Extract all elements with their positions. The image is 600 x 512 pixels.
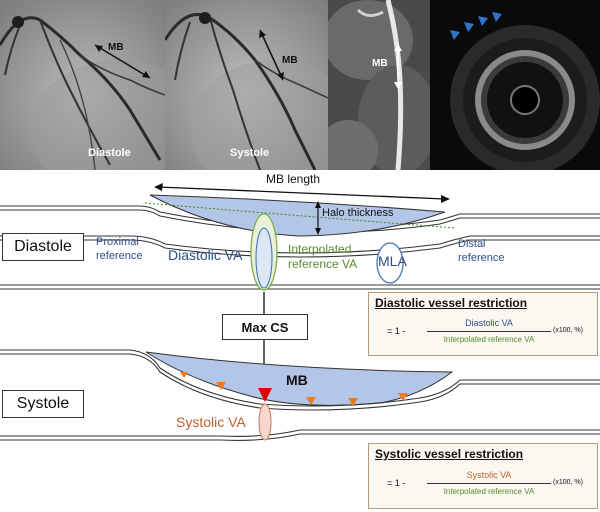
mb-length-label: MB length — [266, 172, 321, 186]
systolic-formula-divider — [427, 483, 551, 484]
halo-thickness-label: Halo thickness — [322, 207, 394, 219]
diastole-vessel-bottom-wall — [0, 284, 600, 290]
systolic-formula-title: Systolic vessel restriction — [375, 447, 524, 461]
diastolic-formula-denominator: Interpolated reference VA — [443, 335, 535, 344]
systolic-formula-numerator: Systolic VA — [466, 470, 512, 480]
proximal-reference-label: Proximal reference — [96, 236, 143, 262]
diastolic-vessel-restriction-box: Diastolic vessel restriction = 1 - Diast… — [368, 292, 598, 356]
diastolic-formula-prefix: = 1 - — [387, 326, 406, 336]
mla-label: MLA — [378, 253, 407, 269]
diastolic-formula-divider — [427, 331, 551, 332]
mla-ellipse — [376, 242, 404, 284]
systole-box: Systole — [2, 390, 84, 418]
interpolated-reference-line — [144, 202, 456, 229]
diastolic-va-label: Diastolic VA — [168, 247, 243, 263]
halo-thickness-arrow — [315, 201, 321, 235]
ivus-image — [430, 0, 600, 170]
orange-marker-2 — [216, 382, 226, 390]
orange-marker-1 — [180, 372, 188, 378]
systolic-vessel-restriction-box: Systolic vessel restriction = 1 - Systol… — [368, 443, 598, 509]
mb-label-ct: MB — [372, 58, 388, 69]
systole-vessel-top-wall — [0, 349, 600, 411]
systolic-formula-unit: (x100, %) — [553, 479, 583, 486]
diastolic-formula-unit: (x100, %) — [553, 327, 583, 334]
mb-center-label: MB — [286, 372, 308, 388]
diastole-vessel-lumen-wall — [0, 235, 600, 258]
systolic-va-ellipse — [258, 403, 272, 441]
max-cs-box: Max CS — [222, 314, 308, 340]
systole-vessel-bottom-wall — [0, 429, 600, 441]
orange-marker-5 — [398, 393, 408, 401]
diastole-box: Diastole — [2, 233, 84, 261]
myocardial-bridge-diagram — [0, 183, 600, 441]
diastolic-formula-title: Diastolic vessel restriction — [375, 296, 528, 310]
distal-reference-label: Distal reference — [458, 238, 505, 264]
diastolic-va-ellipse — [255, 227, 273, 289]
diastole-image-label: Diastole — [88, 147, 131, 159]
mb-label-diastole-angio: MB — [108, 42, 124, 53]
interpolated-reference-va-label: Interpolated reference VA — [288, 242, 358, 271]
mb-label-systole-angio: MB — [282, 55, 298, 66]
orange-marker-4 — [348, 398, 358, 406]
angiogram-systole-image — [165, 0, 328, 170]
diastolic-formula-numerator: Diastolic VA — [465, 318, 513, 328]
ct-angiography-image — [328, 0, 430, 170]
systolic-va-label: Systolic VA — [176, 414, 246, 430]
systolic-formula-prefix: = 1 - — [387, 478, 406, 488]
orange-marker-3 — [306, 397, 316, 405]
angiogram-diastole-image — [0, 0, 165, 170]
mb-muscle-systole — [145, 351, 454, 406]
max-cs-red-marker — [258, 388, 272, 402]
systolic-formula-denominator: Interpolated reference VA — [443, 487, 535, 496]
systole-image-label: Systole — [230, 147, 270, 159]
mb-length-arrow — [154, 183, 450, 203]
